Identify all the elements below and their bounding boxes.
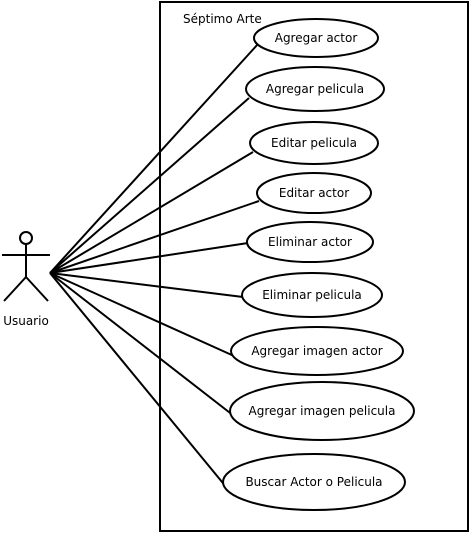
use-case-eliminar-actor[interactable]: Eliminar actor [246,221,374,263]
use-case-label: Editar pelicula [271,136,357,150]
actor-left-leg [3,276,27,302]
association-line [49,43,259,274]
use-case-buscar-actor-o-pelicula[interactable]: Buscar Actor o Pelicula [222,453,406,511]
actor-right-leg [25,276,49,302]
association-line [49,272,244,298]
use-case-label: Agregar actor [275,31,358,45]
association-line [49,97,250,274]
use-case-label: Agregar pelicula [266,82,364,96]
use-case-label: Buscar Actor o Pelicula [245,475,382,489]
use-case-label: Eliminar actor [268,235,352,249]
association-line [49,151,254,274]
use-case-label: Editar actor [279,186,349,200]
association-line [49,242,249,274]
use-case-label: Agregar imagen actor [251,344,382,358]
use-case-agregar-pelicula[interactable]: Agregar pelicula [245,66,385,112]
use-case-editar-pelicula[interactable]: Editar pelicula [249,121,379,165]
actor-head [19,231,33,245]
system-title: Séptimo Arte [183,12,262,26]
association-line [49,272,228,489]
association-line [49,272,235,417]
association-line [49,272,235,357]
association-line [49,200,260,274]
use-case-agregar-imagen-actor[interactable]: Agregar imagen actor [230,326,404,376]
actor-usuario[interactable]: Usuario [2,231,50,328]
use-case-agregar-actor[interactable]: Agregar actor [253,18,379,58]
use-case-eliminar-pelicula[interactable]: Eliminar pelicula [241,272,383,318]
association-lines [49,43,260,489]
use-case-label: Agregar imagen pelicula [249,404,396,418]
use-cases: Agregar actor Agregar pelicula Editar pe… [222,18,415,511]
use-case-label: Eliminar pelicula [262,288,362,302]
use-case-editar-actor[interactable]: Editar actor [256,172,372,214]
use-case-agregar-imagen-pelicula[interactable]: Agregar imagen pelicula [229,381,415,441]
actor-label: Usuario [3,314,49,328]
